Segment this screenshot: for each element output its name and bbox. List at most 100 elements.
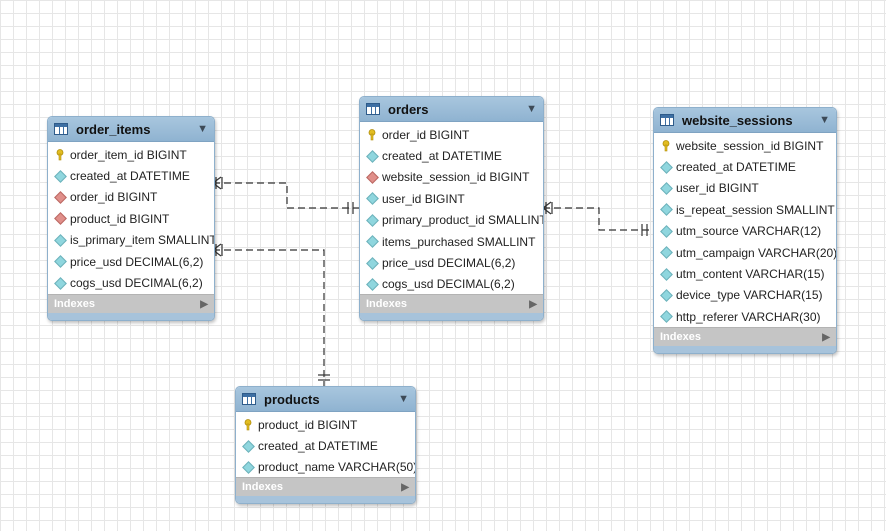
table-footer-strip [654, 346, 836, 353]
table-icon [242, 393, 256, 405]
table-header[interactable]: orders ▼ [360, 97, 543, 122]
table-column[interactable]: product_name VARCHAR(50) [236, 457, 415, 478]
table-header[interactable]: order_items ▼ [48, 117, 214, 142]
expand-arrow-icon[interactable]: ▶ [200, 298, 208, 310]
table-order-items[interactable]: order_items ▼ order_item_id BIGINT create… [47, 116, 215, 321]
table-orders[interactable]: orders ▼ order_id BIGINT created_at DATET… [359, 96, 544, 321]
table-website-sessions[interactable]: website_sessions ▼ website_session_id BI… [653, 107, 837, 354]
column-list: order_item_id BIGINT created_at DATETIME o… [48, 142, 214, 294]
table-column[interactable]: primary_product_id SMALLINT [360, 210, 543, 231]
column-label: primary_product_id SMALLINT [382, 213, 544, 228]
table-header[interactable]: products ▼ [236, 387, 415, 412]
column-label: device_type VARCHAR(15) [676, 288, 823, 303]
collapse-arrow-icon[interactable]: ▼ [526, 103, 537, 115]
column-icon [659, 182, 673, 195]
column-label: product_id BIGINT [258, 417, 358, 432]
foreign-key-icon [53, 191, 67, 204]
table-column[interactable]: device_type VARCHAR(15) [654, 285, 836, 306]
table-column[interactable]: utm_campaign VARCHAR(20) [654, 242, 836, 263]
primary-key-icon [54, 148, 66, 161]
relationship-order-items-orders [213, 182, 359, 209]
relationship-order-items-products [213, 249, 325, 386]
column-label: order_item_id BIGINT [70, 147, 187, 162]
table-column[interactable]: product_id BIGINT [236, 414, 415, 435]
table-column[interactable]: website_session_id BIGINT [360, 167, 543, 188]
column-list: order_id BIGINT created_at DATETIME websit… [360, 122, 543, 295]
column-list: website_session_id BIGINT created_at DATE… [654, 133, 836, 328]
table-column[interactable]: order_id BIGINT [48, 187, 214, 208]
column-label: product_id BIGINT [70, 211, 170, 226]
table-column[interactable]: utm_source VARCHAR(12) [654, 221, 836, 242]
indexes-label: Indexes [242, 481, 283, 493]
column-label: is_repeat_session SMALLINT [676, 202, 835, 217]
column-icon [365, 213, 379, 227]
collapse-arrow-icon[interactable]: ▼ [197, 123, 208, 135]
table-column[interactable]: http_referer VARCHAR(30) [654, 306, 836, 327]
column-label: order_id BIGINT [382, 127, 470, 142]
table-title: products [264, 391, 320, 407]
table-column[interactable]: utm_content VARCHAR(15) [654, 263, 836, 284]
column-icon [659, 246, 673, 260]
table-column[interactable]: product_id BIGINT [48, 208, 214, 229]
table-title: website_sessions [682, 112, 793, 128]
column-label: utm_content VARCHAR(15) [676, 267, 825, 282]
column-icon [659, 310, 673, 324]
column-label: created_at DATETIME [258, 439, 378, 454]
table-column[interactable]: created_at DATETIME [654, 156, 836, 177]
table-column[interactable]: cogs_usd DECIMAL(6,2) [48, 272, 214, 293]
collapse-arrow-icon[interactable]: ▼ [819, 114, 830, 126]
expand-arrow-icon[interactable]: ▶ [529, 298, 537, 310]
table-title: orders [388, 101, 429, 117]
table-column[interactable]: items_purchased SMALLINT [360, 231, 543, 252]
column-label: website_session_id BIGINT [676, 138, 824, 153]
column-icon [365, 278, 379, 291]
column-label: product_name VARCHAR(50) [258, 460, 416, 475]
indexes-section[interactable]: Indexes ▶ [360, 294, 543, 320]
table-column[interactable]: created_at DATETIME [48, 165, 214, 186]
indexes-section[interactable]: Indexes ▶ [236, 477, 415, 503]
expand-arrow-icon[interactable]: ▶ [822, 331, 830, 343]
table-products[interactable]: products ▼ product_id BIGINT created_at D… [235, 386, 416, 504]
column-icon [53, 276, 67, 290]
table-column[interactable]: price_usd DECIMAL(6,2) [48, 251, 214, 272]
table-column[interactable]: order_item_id BIGINT [48, 144, 214, 165]
indexes-section[interactable]: Indexes ▶ [48, 294, 214, 320]
table-header[interactable]: website_sessions ▼ [654, 108, 836, 133]
collapse-arrow-icon[interactable]: ▼ [398, 393, 409, 405]
table-footer-strip [48, 313, 214, 320]
column-icon [659, 203, 673, 217]
column-icon [365, 149, 379, 163]
column-icon [659, 224, 673, 238]
column-label: price_usd DECIMAL(6,2) [70, 254, 204, 269]
column-icon [53, 233, 67, 247]
column-label: created_at DATETIME [382, 149, 502, 164]
table-column[interactable]: order_id BIGINT [360, 124, 543, 145]
column-label: cogs_usd DECIMAL(6,2) [70, 276, 203, 291]
column-icon [365, 235, 379, 249]
column-label: price_usd DECIMAL(6,2) [382, 256, 516, 271]
column-label: created_at DATETIME [70, 169, 190, 184]
table-footer-strip [360, 313, 543, 320]
table-column[interactable]: website_session_id BIGINT [654, 135, 836, 156]
primary-key-icon [242, 418, 254, 431]
table-column[interactable]: created_at DATETIME [360, 145, 543, 166]
column-label: items_purchased SMALLINT [382, 234, 536, 249]
table-column[interactable]: is_repeat_session SMALLINT [654, 199, 836, 220]
column-label: http_referer VARCHAR(30) [676, 309, 821, 324]
indexes-section[interactable]: Indexes ▶ [654, 327, 836, 353]
column-icon [659, 289, 673, 302]
column-icon [53, 255, 67, 269]
table-column[interactable]: created_at DATETIME [236, 435, 415, 456]
column-label: cogs_usd DECIMAL(6,2) [382, 277, 515, 292]
foreign-key-icon [53, 212, 67, 226]
expand-arrow-icon[interactable]: ▶ [401, 481, 409, 493]
table-column[interactable]: user_id BIGINT [360, 188, 543, 209]
relationship-orders-website-sessions [543, 207, 653, 231]
column-icon [365, 256, 379, 270]
table-column[interactable]: user_id BIGINT [654, 178, 836, 199]
table-column[interactable]: price_usd DECIMAL(6,2) [360, 252, 543, 273]
table-title: order_items [76, 121, 151, 137]
table-column[interactable]: cogs_usd DECIMAL(6,2) [360, 274, 543, 295]
table-column[interactable]: is_primary_item SMALLINT [48, 230, 214, 251]
